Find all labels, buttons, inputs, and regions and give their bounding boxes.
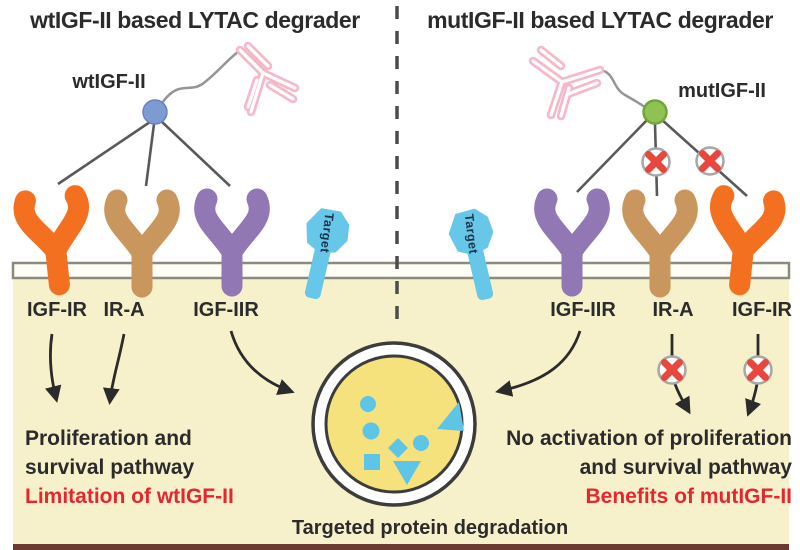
- pathway-text-left-line1: Proliferation and: [25, 427, 192, 450]
- linker-squiggle-right: [599, 68, 647, 109]
- pathway-text-right-line1: No activation of proliferation: [506, 427, 792, 450]
- arrow-igf1r-pathway: [44, 333, 62, 403]
- figure-caption: Targeted protein degradation: [291, 517, 569, 539]
- pathway-arrows-right: [495, 330, 761, 417]
- note-limitation-wtigf2: Limitation of wtIGF-II: [25, 485, 234, 508]
- blocked-x-top-igf1r-icon: [697, 148, 724, 175]
- receptor-label-igf2r-right: IGF-IIR: [550, 299, 616, 321]
- receptor-label-igf1r-left: IGF-IR: [27, 299, 87, 321]
- wtigf2-binding-lines: [57, 120, 231, 187]
- panel-title-left: wtIGF-II based LYTAC degrader: [30, 7, 360, 33]
- pathway-text-right-line2: and survival pathway: [579, 456, 792, 479]
- blocked-x-bottom-igf1r-icon: [745, 357, 772, 384]
- receptor-label-igf2r-left: IGF-IIR: [193, 299, 259, 321]
- panel-title-right: mutIGF-II based LYTAC degrader: [427, 7, 773, 33]
- arrow-ira-pathway: [102, 333, 126, 406]
- arrow-igf2r-to-lysosome-right: [495, 330, 582, 397]
- antibody-right-icon: [528, 45, 605, 121]
- ligand-label-wtigf2: wtIGF-II: [72, 71, 146, 93]
- figure-bottom-edge: [13, 544, 789, 550]
- cell-membrane: [11, 261, 791, 280]
- wtigf2-ligand-dot: [142, 99, 168, 125]
- receptor-label-igf1r-right: IGF-IR: [732, 299, 792, 321]
- target-protein-right-icon: Target: [444, 205, 508, 305]
- arrow-ira-blocked: [673, 383, 691, 415]
- target-protein-right-label: Target: [462, 213, 481, 255]
- lysosome-icon: [311, 341, 477, 507]
- receptor-label-ira-left: IR-A: [103, 299, 145, 321]
- receptor-label-ira-right: IR-A: [652, 299, 694, 321]
- blocked-x-top-ira-icon: [643, 149, 670, 176]
- pathway-text-left-line2: survival pathway: [25, 456, 195, 479]
- linker-squiggle-left: [160, 50, 240, 104]
- pathway-arrows-left: [44, 330, 295, 406]
- antibody-left-icon: [235, 41, 300, 117]
- target-protein-left-icon: Target: [290, 204, 354, 304]
- arrow-igf1r-blocked: [745, 383, 761, 417]
- arrow-igf2r-to-lysosome-left: [229, 330, 295, 395]
- blocked-x-bottom-ira-icon: [659, 357, 686, 384]
- ligand-label-mutigf2: mutIGF-II: [678, 80, 766, 102]
- protein-fragments-icon: [360, 396, 464, 485]
- target-protein-left-label: Target: [317, 212, 336, 254]
- note-benefits-mutigf2: Benefits of mutIGF-II: [585, 485, 793, 508]
- mutigf2-ligand-dot: [642, 99, 668, 125]
